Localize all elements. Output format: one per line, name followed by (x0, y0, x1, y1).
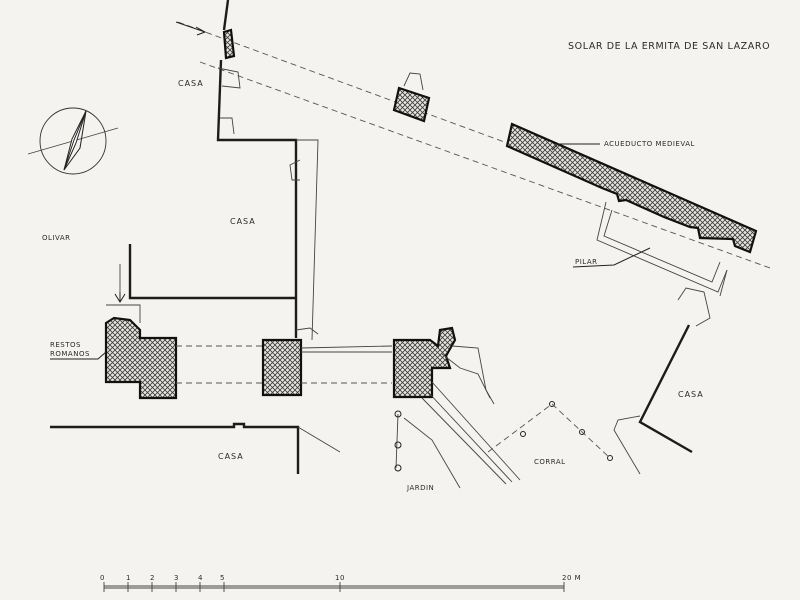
scale-tick-3: 3 (174, 574, 179, 582)
aqueduct-axis (175, 21, 771, 269)
house-walls-left (128, 0, 319, 341)
roman-remains-left (104, 316, 178, 400)
casa-label-mid: CASA (230, 217, 256, 226)
north-arrow-icon (27, 107, 119, 175)
casa-label-top: CASA (178, 79, 204, 88)
roman-remains-label-1: RESTOS (50, 341, 81, 349)
roman-remains-label-2: ROMANOS (50, 350, 90, 358)
scale-tick-4: 4 (198, 574, 203, 582)
corral-area (487, 401, 613, 461)
casa-label-right: CASA (678, 390, 704, 399)
pilar-structure (596, 201, 728, 297)
medieval-aqueduct (505, 122, 758, 254)
garden-area (394, 345, 521, 489)
roman-remains-right (392, 326, 457, 399)
casa-label-bottom: CASA (218, 452, 244, 461)
scale-tick-10: 10 (335, 574, 345, 582)
scale-tick-1: 1 (126, 574, 131, 582)
plan-title: SOLAR DE LA ERMITA DE SAN LAZARO (568, 41, 770, 52)
aqueduct-fragment-top (222, 28, 236, 60)
house-walls-bottom (50, 422, 341, 474)
house-walls-right (613, 287, 711, 475)
roman-remains-center (261, 338, 303, 397)
olivar-label: OLIVAR (42, 234, 70, 242)
scale-bar: 0 1 2 3 4 5 10 20 M (100, 574, 581, 592)
scale-tick-2: 2 (150, 574, 155, 582)
scale-tick-0: 0 (100, 574, 105, 582)
pilar-label: PILAR (575, 258, 598, 266)
scale-tick-20: 20 M (562, 574, 581, 582)
corral-label: CORRAL (534, 458, 566, 466)
aqueduct-label: ACUEDUCTO MEDIEVAL (604, 140, 695, 148)
aqueduct-fragment-pillar (392, 86, 431, 123)
scale-tick-5: 5 (220, 574, 225, 582)
jardin-label: JARDIN (406, 484, 434, 492)
